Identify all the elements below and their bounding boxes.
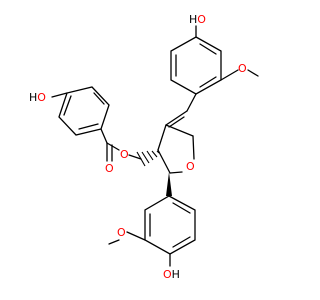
bond-bottom-methyl	[108, 239, 120, 245]
thf-ring	[157, 124, 195, 174]
bond-carbonyl-aryl	[100, 128, 108, 144]
left-aryl-ring	[58, 86, 110, 136]
bottom-aryl-ring	[144, 195, 196, 255]
bond-alkene	[165, 110, 188, 126]
molecule-structure: HO O HO O O O O OH	[29, 13, 259, 281]
atom-label-o-ester: O	[120, 148, 129, 161]
atom-label-ho-top: HO	[189, 13, 206, 26]
bond-top-methyl	[247, 69, 259, 77]
bond-left-oh	[51, 92, 68, 98]
top-aryl-ring	[170, 36, 222, 95]
atom-label-o-methoxy-top: O	[238, 62, 247, 75]
bond-o-carbonyl	[106, 142, 120, 151]
atom-label-o-methoxy-bottom: O	[117, 226, 126, 239]
atom-label-oh-bottom: OH	[163, 268, 180, 281]
bond-bottom-ome	[126, 231, 146, 241]
bond-top-ome	[220, 69, 239, 81]
bond-c3-c2	[157, 149, 171, 174]
atom-label-ho-left: HO	[29, 91, 46, 104]
bond-ch2-o	[128, 154, 142, 160]
wedge-bond-aryl	[166, 172, 172, 196]
atom-label-o-ring: O	[186, 160, 195, 173]
bond-ring-to-vinyl	[186, 93, 197, 112]
atom-label-o-carbonyl: O	[105, 162, 114, 175]
bond-alkene-2	[168, 116, 185, 128]
